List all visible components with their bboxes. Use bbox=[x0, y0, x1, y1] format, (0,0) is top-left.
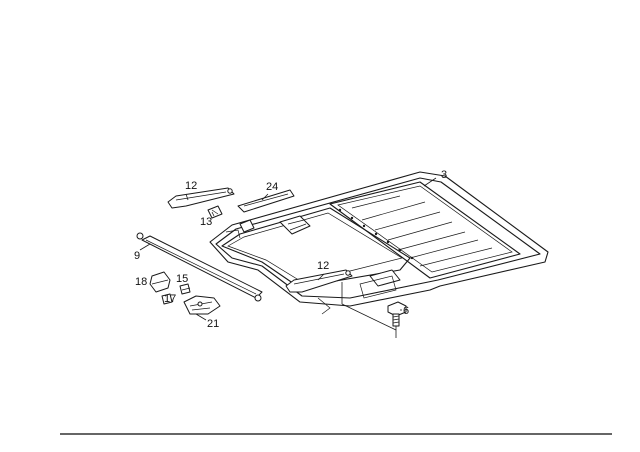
callout-15: 15 bbox=[176, 273, 188, 285]
drive-unit-part bbox=[183, 295, 221, 315]
front-rail-part bbox=[136, 232, 263, 302]
callout-labels: 3 6 9 12 12 13 15 17 18 21 24 bbox=[134, 169, 447, 330]
fastener-part-17 bbox=[161, 293, 173, 305]
callout-3: 3 bbox=[441, 169, 447, 181]
guide-bracket-upper bbox=[167, 187, 235, 209]
guide-bracket-lower bbox=[285, 269, 353, 293]
callout-24: 24 bbox=[266, 181, 278, 193]
callout-9: 9 bbox=[134, 250, 140, 262]
screw-part-15 bbox=[179, 283, 191, 295]
callout-12-lower: 12 bbox=[317, 260, 329, 272]
seal-strip-part bbox=[237, 189, 295, 233]
callout-21: 21 bbox=[207, 318, 219, 330]
callout-6: 6 bbox=[403, 305, 409, 317]
callout-17: 17 bbox=[164, 293, 176, 305]
leader-lines bbox=[139, 177, 437, 338]
bolt-part bbox=[387, 301, 407, 327]
cover-block-part bbox=[149, 271, 171, 293]
callout-13: 13 bbox=[200, 216, 212, 228]
clip-part bbox=[207, 205, 223, 219]
callout-18: 18 bbox=[135, 276, 147, 288]
callout-12-upper: 12 bbox=[185, 180, 197, 192]
sunroof-frame bbox=[209, 171, 549, 315]
